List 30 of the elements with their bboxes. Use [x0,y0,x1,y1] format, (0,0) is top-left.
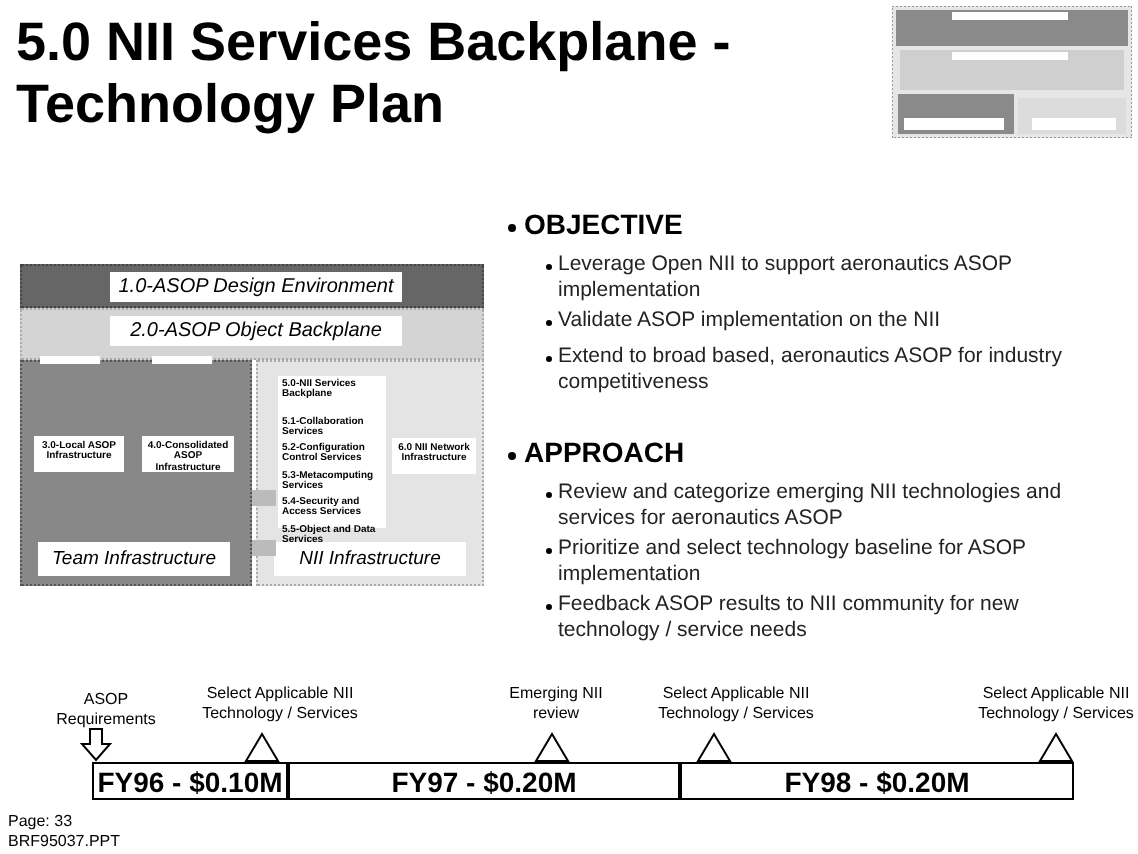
page-number: Page: 33 [8,812,73,830]
region-label: Team Infrastructure [38,542,230,576]
milestone-label: Select Applicable NII Technology / Services [976,684,1136,724]
milestone-label: Select Applicable NII Technology / Services [200,684,360,724]
bullet-text: Validate ASOP implementation on the NII [558,308,943,334]
bullet-text: Prioritize and select technology baseline for ASOP implementation [558,536,1028,588]
component-box [34,436,124,472]
layer-band [20,264,484,308]
segment-label: FY97 - $0.20M [389,766,579,798]
layer-label: 2.0-ASOP Object Backplane [110,316,402,346]
file-name: BRF95037.PPT [8,832,121,850]
region-panel [256,360,484,586]
milestone-label: Select Applicable NII Technology / Services [656,684,816,724]
region-panel [20,360,252,586]
milestone-label: Emerging NII review [507,684,605,724]
bullet-text: Leverage Open NII to support aeronautics ASOP implementation [558,252,1014,304]
section-heading: APPROACH [524,436,685,468]
title: 5.0 NII Services Backplane - Technology Plan [16,12,733,136]
bullet-text: Feedback ASOP results to NII community for new technology / service needs [558,592,1021,644]
section-heading: OBJECTIVE [524,208,683,240]
bullet-text: Extend to broad based, aeronautics ASOP for industry competitiveness [558,344,1064,396]
milestone-label: ASOP Requirements [54,690,158,730]
layer-band [20,308,484,360]
segment-label: FY96 - $0.10M [95,766,285,798]
region-label: NII Infrastructure [274,542,466,576]
component-box [392,438,476,474]
segment-label: FY98 - $0.20M [782,766,972,798]
bullet-text: Review and categorize emerging NII technologies and services for aeronautics ASOP [558,480,1064,532]
layer-label: 1.0-ASOP Design Environment [110,272,402,302]
component-box [142,436,234,472]
